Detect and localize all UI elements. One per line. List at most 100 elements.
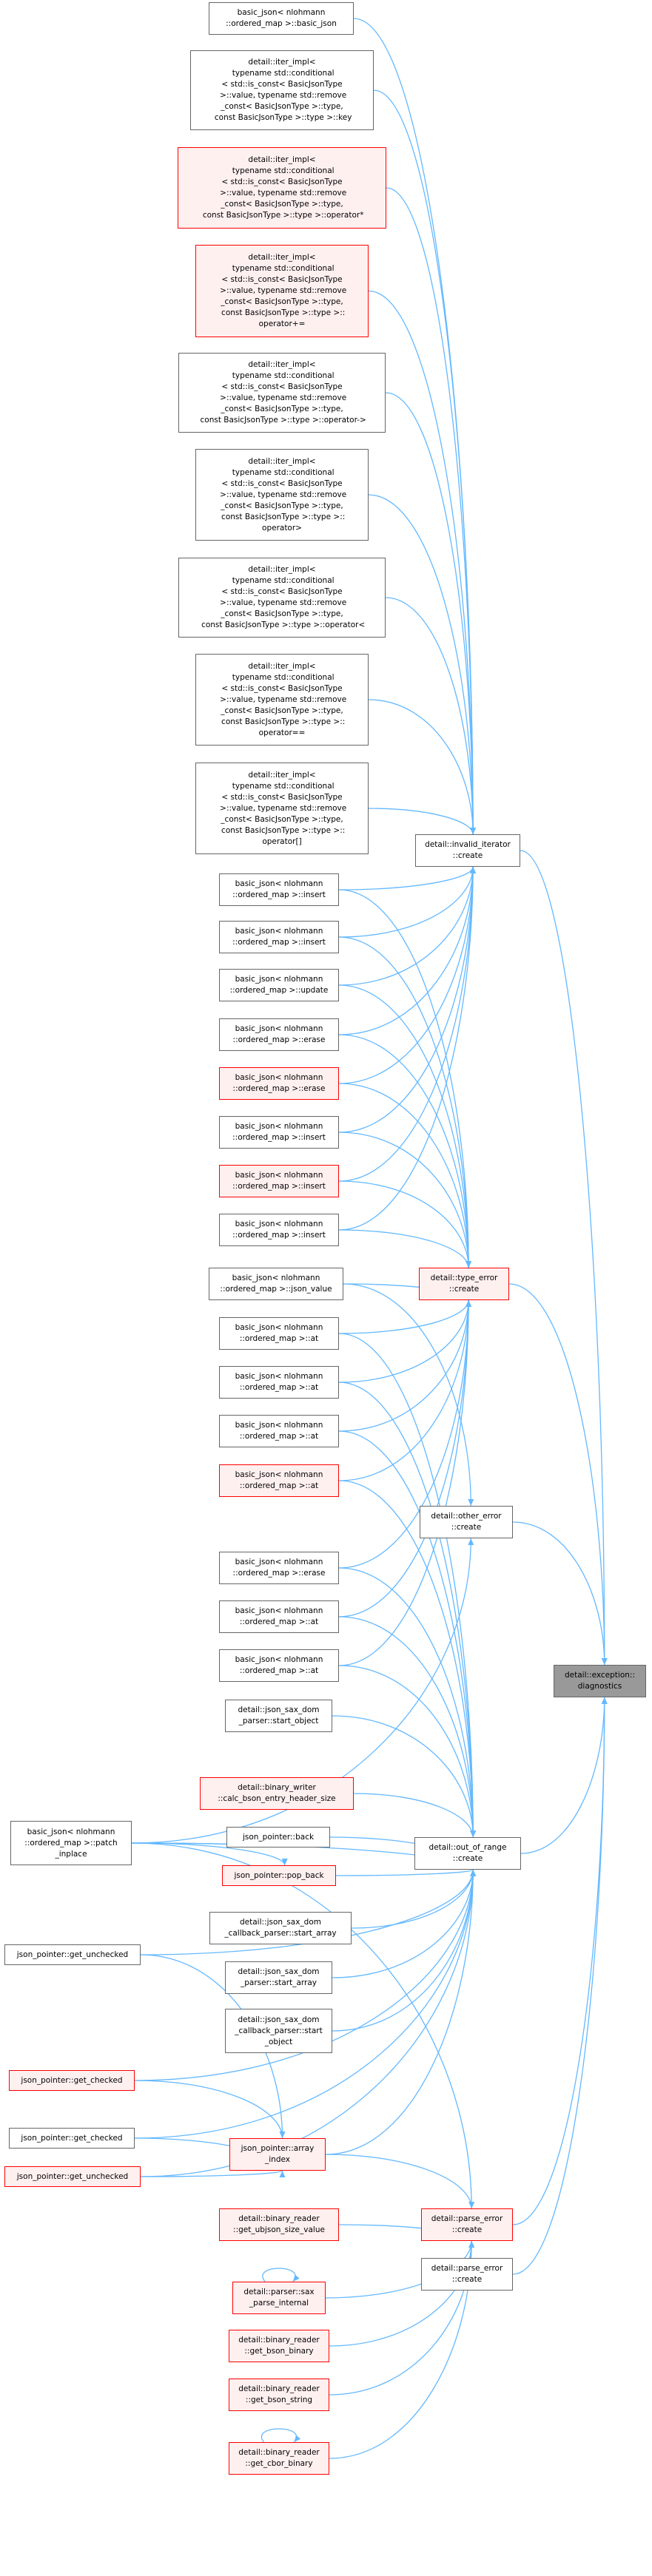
edge-at-6-to-type-error-create — [338, 1299, 472, 1666]
edge-parse-error-create-2-to-exception-diagnostics — [512, 1697, 608, 2275]
edge-insert-3-to-type-error-create — [338, 1132, 472, 1268]
edge-iter-impl-operator-index-to-invalid-iterator-create — [368, 808, 477, 835]
node-get-cbor-binary[interactable]: detail::binary_reader ::get_cbor_binary — [229, 2442, 329, 2475]
node-out-of-range-create[interactable]: detail::out_of_range ::create — [414, 1837, 521, 1870]
edge-invalid-iterator-create-to-exception-diagnostics — [520, 850, 608, 1666]
node-update[interactable]: basic_json< nlohmann ::ordered_map >::up… — [219, 969, 339, 1001]
node-erase-3[interactable]: basic_json< nlohmann ::ordered_map >::er… — [219, 1552, 339, 1584]
edge-json-pointer-pop-back-to-out-of-range-create — [335, 1869, 477, 1877]
node-iter-impl-operator-lt[interactable]: detail::iter_impl< typename std::conditi… — [178, 558, 386, 638]
edge-at-5-to-out-of-range-create — [338, 1616, 477, 1838]
node-insert-5[interactable]: basic_json< nlohmann ::ordered_map >::in… — [219, 1214, 339, 1246]
node-at-4[interactable]: basic_json< nlohmann ::ordered_map >::at — [219, 1464, 339, 1497]
edge-at-4-to-type-error-create — [338, 1299, 472, 1481]
edge-get-unchecked-2-to-json-pointer-array-index — [140, 2170, 286, 2178]
edge-erase-3-to-type-error-create — [338, 1299, 472, 1569]
node-at-1[interactable]: basic_json< nlohmann ::ordered_map >::at — [219, 1317, 339, 1350]
edge-at-4-to-out-of-range-create — [338, 1480, 477, 1838]
edge-erase-3-to-out-of-range-create — [338, 1567, 477, 1838]
edge-get-bson-binary-to-parse-error-create-1 — [329, 2240, 475, 2347]
node-iter-impl-key[interactable]: detail::iter_impl< typename std::conditi… — [190, 50, 374, 130]
edge-get-checked-1-to-out-of-range-create — [134, 1869, 477, 2081]
edge-at-5-to-type-error-create — [338, 1299, 472, 1617]
edge-iter-impl-operator-arrow-to-invalid-iterator-create — [385, 392, 477, 835]
node-iter-impl-operator-eq[interactable]: detail::iter_impl< typename std::conditi… — [195, 654, 369, 746]
edge-sax-dom-parser-start-object-to-out-of-range-create — [332, 1715, 477, 1838]
edge-patch-inplace-to-other-error-create — [131, 1538, 474, 1844]
edge-iter-impl-key-to-invalid-iterator-create — [373, 89, 477, 835]
node-sax-callback-start-object[interactable]: detail::json_sax_dom _callback_parser::s… — [225, 2009, 332, 2053]
edge-erase-2-to-type-error-create — [338, 1083, 472, 1268]
node-parse-error-create-2[interactable]: detail::parse_error ::create — [421, 2258, 513, 2291]
node-insert-1[interactable]: basic_json< nlohmann ::ordered_map >::in… — [219, 873, 339, 906]
node-iter-impl-operator-star[interactable]: detail::iter_impl< typename std::conditi… — [178, 147, 386, 229]
node-parse-error-create-1[interactable]: detail::parse_error ::create — [421, 2208, 513, 2241]
edge-out-of-range-create-to-exception-diagnostics — [520, 1697, 608, 1854]
edge-get-unchecked-2-to-out-of-range-create — [140, 1869, 477, 2177]
node-erase-2[interactable]: basic_json< nlohmann ::ordered_map >::er… — [219, 1067, 339, 1100]
node-type-error-create[interactable]: detail::type_error ::create — [419, 1268, 509, 1300]
edge-at-1-to-out-of-range-create — [338, 1333, 477, 1838]
node-get-checked-1[interactable]: json_pointer::get_checked — [9, 2070, 135, 2091]
node-get-bson-binary[interactable]: detail::binary_reader ::get_bson_binary — [229, 2330, 329, 2362]
node-sax-callback-start-array[interactable]: detail::json_sax_dom _callback_parser::s… — [209, 1912, 352, 1944]
node-iter-impl-operator-plus-eq[interactable]: detail::iter_impl< typename std::conditi… — [195, 245, 369, 337]
node-invalid-iterator-create[interactable]: detail::invalid_iterator ::create — [415, 834, 520, 867]
node-at-5[interactable]: basic_json< nlohmann ::ordered_map >::at — [219, 1600, 339, 1633]
edge-insert-4-to-type-error-create — [338, 1180, 472, 1268]
node-insert-3[interactable]: basic_json< nlohmann ::ordered_map >::in… — [219, 1116, 339, 1149]
edge-erase-1-to-invalid-iterator-create — [338, 866, 477, 1035]
node-insert-2[interactable]: basic_json< nlohmann ::ordered_map >::in… — [219, 921, 339, 953]
edge-erase-2-to-invalid-iterator-create — [338, 866, 477, 1084]
edge-insert-5-to-invalid-iterator-create — [338, 866, 477, 1231]
node-get-checked-2[interactable]: json_pointer::get_checked — [9, 2128, 135, 2149]
node-iter-impl-operator-gt[interactable]: detail::iter_impl< typename std::conditi… — [195, 449, 369, 541]
node-iter-impl-operator-arrow[interactable]: detail::iter_impl< typename std::conditi… — [178, 353, 386, 433]
edge-insert-1-to-invalid-iterator-create — [338, 866, 477, 890]
node-get-unchecked-2[interactable]: json_pointer::get_unchecked — [4, 2166, 141, 2187]
node-json-pointer-back[interactable]: json_pointer::back — [226, 1827, 330, 1848]
edge-at-3-to-out-of-range-create — [338, 1430, 477, 1838]
node-at-2[interactable]: basic_json< nlohmann ::ordered_map >::at — [219, 1366, 339, 1399]
edge-at-6-to-out-of-range-create — [338, 1665, 477, 1838]
node-iter-impl-operator-index[interactable]: detail::iter_impl< typename std::conditi… — [195, 763, 369, 854]
node-get-bson-string[interactable]: detail::binary_reader ::get_bson_string — [229, 2379, 329, 2411]
node-other-error-create[interactable]: detail::other_error ::create — [420, 1506, 513, 1538]
edge-get-unchecked-1-to-out-of-range-create — [140, 1869, 477, 1955]
edge-iter-impl-operator-plus-eq-to-invalid-iterator-create — [368, 290, 477, 835]
edge-insert-1-to-type-error-create — [338, 889, 472, 1268]
edge-insert-2-to-type-error-create — [338, 936, 472, 1268]
node-at-6[interactable]: basic_json< nlohmann ::ordered_map >::at — [219, 1649, 339, 1682]
edge-iter-impl-operator-star-to-invalid-iterator-create — [386, 187, 477, 835]
node-basic-json[interactable]: basic_json< nlohmann ::ordered_map >::ba… — [209, 2, 354, 35]
node-exception-diagnostics[interactable]: detail::exception:: diagnostics — [554, 1665, 646, 1697]
edge-json-pointer-array-index-to-out-of-range-create — [325, 1869, 477, 2155]
node-at-3[interactable]: basic_json< nlohmann ::ordered_map >::at — [219, 1415, 339, 1447]
edge-calc-bson-entry-header-size-to-out-of-range-create — [353, 1793, 477, 1838]
node-insert-4[interactable]: basic_json< nlohmann ::ordered_map >::in… — [219, 1165, 339, 1197]
edge-other-error-create-to-exception-diagnostics — [512, 1521, 608, 1666]
node-patch-inplace[interactable]: basic_json< nlohmann ::ordered_map >::pa… — [10, 1821, 132, 1865]
node-erase-1[interactable]: basic_json< nlohmann ::ordered_map >::er… — [219, 1018, 339, 1051]
edge-get-cbor-binary-self-loop — [261, 2428, 301, 2443]
edge-insert-4-to-invalid-iterator-create — [338, 866, 477, 1182]
node-json-pointer-pop-back[interactable]: json_pointer::pop_back — [222, 1865, 336, 1886]
edge-json-pointer-array-index-to-parse-error-create-1 — [325, 2154, 475, 2209]
node-json-value[interactable]: basic_json< nlohmann ::ordered_map >::js… — [209, 1268, 343, 1300]
edge-insert-2-to-invalid-iterator-create — [338, 866, 477, 938]
node-get-ubjson-size-value[interactable]: detail::binary_reader ::get_ubjson_size_… — [219, 2208, 339, 2241]
node-calc-bson-entry-header-size[interactable]: detail::binary_writer ::calc_bson_entry_… — [200, 1777, 354, 1810]
edge-parse-error-create-1-to-exception-diagnostics — [512, 1697, 608, 2225]
edge-iter-impl-operator-gt-to-invalid-iterator-create — [368, 494, 477, 835]
node-parser-sax-parse-internal[interactable]: detail::parser::sax _parse_internal — [232, 2282, 326, 2314]
edge-at-2-to-type-error-create — [338, 1299, 472, 1383]
edge-iter-impl-operator-eq-to-invalid-iterator-create — [368, 699, 477, 835]
edge-update-to-invalid-iterator-create — [338, 866, 477, 986]
edge-patch-inplace-to-json-pointer-pop-back — [131, 1842, 288, 1866]
node-sax-dom-parser-start-object[interactable]: detail::json_sax_dom _parser::start_obje… — [225, 1700, 332, 1732]
edge-parser-sax-parse-internal-self-loop — [262, 2268, 300, 2282]
node-json-pointer-array-index[interactable]: json_pointer::array _index — [229, 2138, 326, 2171]
node-sax-dom-parser-start-array[interactable]: detail::json_sax_dom _parser::start_arra… — [225, 1961, 332, 1994]
node-get-unchecked-1[interactable]: json_pointer::get_unchecked — [4, 1944, 141, 1965]
